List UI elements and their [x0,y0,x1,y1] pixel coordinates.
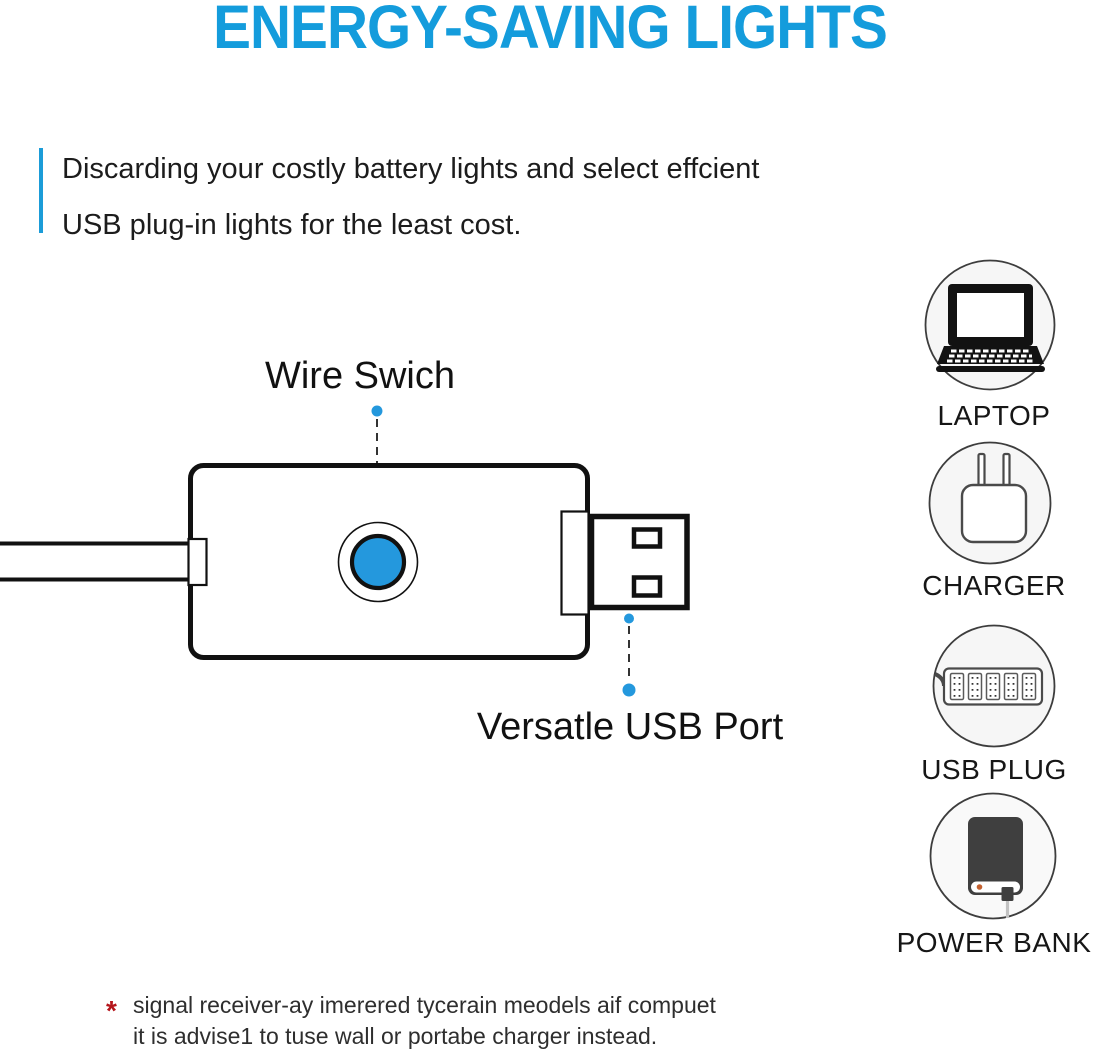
footnote-text: signal receiver-ay imerered tycerain meo… [133,990,716,1051]
page-title: ENERGY-SAVING LIGHTS [213,0,888,61]
callout-dot-port-top [624,613,634,624]
laptop-label: LAPTOP [937,400,1051,431]
charger-label: CHARGER [922,570,1066,601]
laptop-icon [924,259,1056,391]
intro-paragraph: Discarding your costly battery lights an… [62,141,1002,253]
usb-plug-label: USB PLUG [921,754,1067,785]
intro-accent-bar [39,148,43,233]
footnote-line-2: it is advise1 to tuse wall or portabe ch… [133,1023,658,1049]
power-bank-label: POWER BANK [896,927,1092,958]
wire-switch-button [349,533,407,591]
intro-line-1: Discarding your costly battery lights an… [62,153,760,185]
cable-strain-relief [187,537,208,587]
callout-dot-port-bottom [622,683,636,697]
power-bank-icon [929,792,1057,920]
footnote-asterisk: * [106,995,117,1026]
footnote-line-1: signal receiver-ay imerered tycerain meo… [133,992,716,1018]
usb-port-label: Versatle USB Port [476,706,784,748]
usb-contact-top [631,527,663,549]
usb-power-strip-icon [932,624,1056,748]
intro-line-2: USB plug-in lights for the least cost. [62,209,522,241]
usb-contact-bottom [631,575,663,598]
wall-charger-icon [928,441,1052,565]
usb-connector-collar [560,510,590,616]
wire-switch-label: Wire Swich [264,355,456,397]
callout-dot-switch-top [371,405,383,417]
usb-device-diagram [0,405,690,697]
